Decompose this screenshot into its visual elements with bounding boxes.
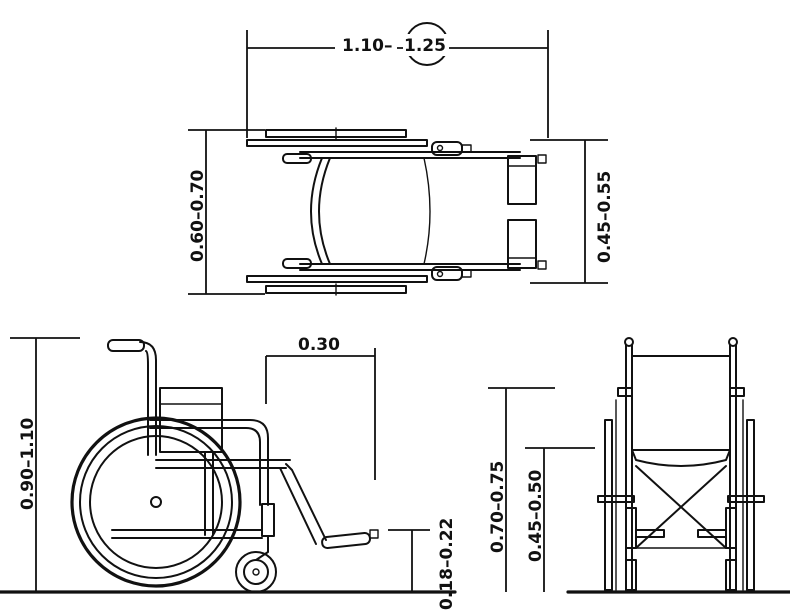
footplate-top-lower [507,219,537,269]
back-post-side [139,341,157,456]
push-handle-top-lower [282,258,312,269]
seat-front [631,449,731,467]
wheelchair-front [597,337,765,591]
wheelchair-side [70,339,379,593]
front-seat-label: 0.45–0.50 [526,469,546,562]
top-length-label: 1.10– [342,36,392,56]
armrest-side [149,419,269,506]
legrest-side [285,463,327,541]
top-length-label-bg [335,36,397,58]
side-foot-label: 0.18–0.22 [437,518,457,610]
armrest-front-right [729,387,745,397]
push-handle-top-upper [282,153,312,164]
top-length-circled-label: 1.25 [404,36,446,56]
wheelchair-top [246,127,547,296]
top-view: 1.10– 1.25 0.60–0.70 0.45–0.55 [188,22,615,296]
top-width-outer-label: 0.60–0.70 [188,169,208,262]
handrim-top-lower [246,275,428,283]
footplate-top-upper [507,155,537,205]
footplate-front-right [697,529,727,538]
armrest-front-left [617,387,633,397]
caster-top-upper [431,141,463,156]
rear-wheel-front-left [604,419,613,591]
cross-brace-b [635,465,727,549]
handrim-top-upper [246,139,428,147]
top-length-circled-bg [403,34,449,56]
caster-fork-side [261,503,275,537]
caster-wheel-side [235,551,277,593]
push-handle-side [107,339,145,352]
caster-top-lower [431,266,463,281]
caster-front-left [625,507,637,549]
backrest-top [310,157,323,265]
side-depth-label: 0.30 [298,335,340,355]
footplate-front-left [635,529,665,538]
push-handle-front-right [728,337,738,347]
side-view: 0.90–1.10 0.30 0.18–0.22 [0,335,457,610]
rear-wheel-front-right [746,419,755,591]
caster-front-right [725,507,737,549]
seat-front-edge-top [423,157,431,265]
footplate-side [321,532,372,549]
front-arm-label: 0.70–0.75 [488,461,508,553]
push-handle-front-left [624,337,634,347]
top-width-inner-label: 0.45–0.55 [595,171,615,263]
wheel-hub-side [150,496,162,508]
front-view: 0.70–0.75 0.45–0.50 [488,337,790,594]
side-height-label: 0.90–1.10 [18,417,38,510]
